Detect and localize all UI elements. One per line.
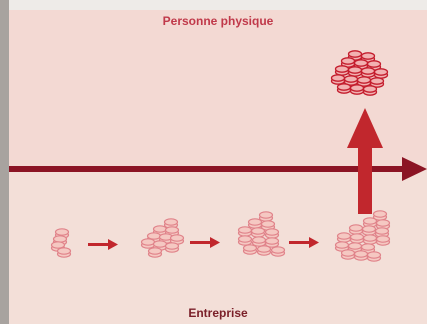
arrow-right-icon [190, 237, 220, 248]
coin-stack-icon [50, 228, 72, 258]
left-border [0, 0, 9, 324]
main-arrow [9, 157, 427, 181]
arrow-right-icon [289, 237, 319, 248]
entreprise-label: Entreprise [188, 306, 248, 320]
coin-stack-icon [334, 210, 391, 262]
arrow-up-icon [347, 108, 383, 148]
personne-physique-label: Personne physique [162, 14, 274, 28]
coin-stack-icon [330, 50, 389, 96]
main-arrow-head-icon [402, 157, 427, 181]
up-arrow [347, 108, 383, 214]
coin-stack-icon [237, 211, 286, 257]
arrow-right-icon [88, 239, 118, 250]
top-strip [9, 0, 427, 10]
coin-stack-icon [140, 218, 185, 258]
